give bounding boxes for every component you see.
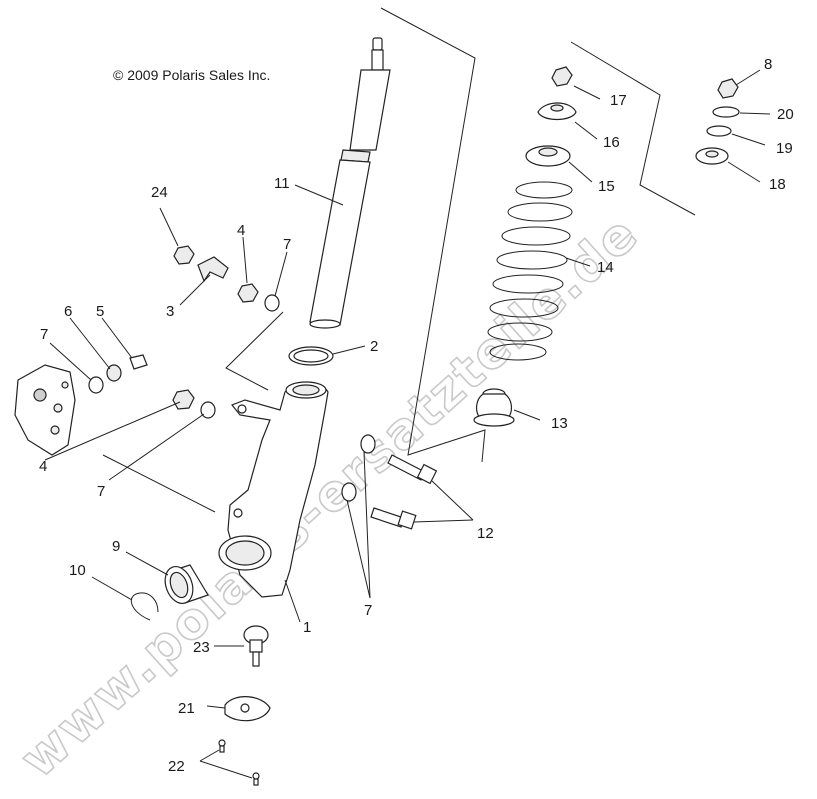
callout-8: 8	[764, 56, 772, 73]
upper-cap-part	[537, 102, 577, 121]
callout-21: 21	[178, 700, 195, 717]
callout-labels: 1 2 3 4 4 5 6 7 7 7 7 8 9 10 11 12 13 14…	[39, 56, 794, 775]
callout-17: 17	[610, 92, 627, 109]
callout-3: 3	[166, 303, 174, 320]
nut-parts	[106, 245, 259, 410]
mounting-plate-part	[224, 696, 271, 722]
ball-joint-part	[243, 625, 269, 667]
mount-stack-parts	[695, 78, 740, 165]
callout-7-top: 7	[283, 236, 291, 253]
callout-7-left: 7	[40, 326, 48, 343]
callout-4-bottom: 4	[39, 458, 47, 475]
clip-part	[197, 256, 229, 283]
callout-23: 23	[193, 639, 210, 656]
callout-6: 6	[64, 303, 72, 320]
callout-7-bottom-left: 7	[97, 483, 105, 500]
shock-absorber-part	[309, 37, 391, 329]
callout-10: 10	[69, 562, 86, 579]
callout-19: 19	[776, 140, 793, 157]
callout-13: 13	[551, 415, 568, 432]
callout-15: 15	[598, 178, 615, 195]
seal-ring-part	[288, 346, 334, 366]
bump-stop-part	[473, 388, 515, 427]
callout-7-bottom: 7	[364, 602, 372, 619]
leader-lines	[44, 69, 771, 779]
steering-knuckle-part	[218, 381, 329, 598]
callout-16: 16	[603, 134, 620, 151]
assembly-bracket-lines	[102, 7, 696, 513]
coil-spring-part	[487, 181, 573, 361]
callout-20: 20	[777, 106, 794, 123]
spring-seat-part	[525, 145, 571, 167]
snap-ring-part	[130, 592, 159, 621]
callout-22: 22	[168, 758, 185, 775]
callout-5: 5	[96, 303, 104, 320]
callout-9: 9	[112, 538, 120, 555]
top-nut-part	[551, 66, 573, 87]
screw-parts	[218, 739, 260, 786]
washer-parts	[88, 294, 376, 502]
bolt-parts	[370, 454, 438, 530]
callout-4-top: 4	[237, 222, 245, 239]
copyright-text: © 2009 Polaris Sales Inc.	[113, 67, 270, 83]
callout-24: 24	[151, 184, 168, 201]
callout-14: 14	[597, 259, 614, 276]
callout-12: 12	[477, 525, 494, 542]
callout-1: 1	[303, 619, 311, 636]
callout-18: 18	[769, 176, 786, 193]
callout-2: 2	[370, 338, 378, 355]
bearing-part	[164, 564, 209, 604]
callout-11: 11	[274, 175, 290, 192]
brake-caliper-part	[14, 364, 76, 456]
